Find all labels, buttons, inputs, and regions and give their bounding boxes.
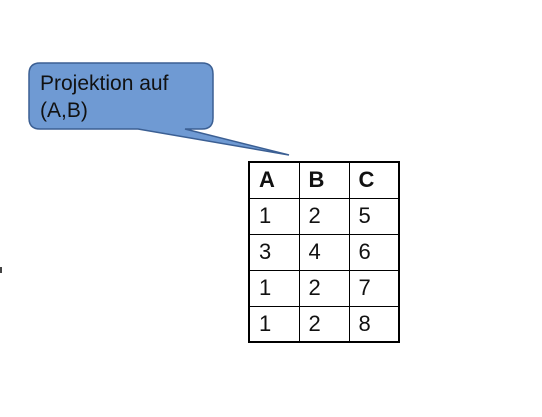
- table-cell: 4: [298, 233, 350, 271]
- table-cell: 2: [298, 197, 350, 235]
- table-cell: 1: [248, 269, 300, 307]
- edge-mark: [0, 267, 2, 273]
- table-cell: 1: [248, 305, 300, 343]
- table-cell: 8: [348, 305, 400, 343]
- relation-table: A B C 1 2 5 3 4 6 1 2 7 1 2: [248, 161, 400, 343]
- callout-line-1: Projektion auf: [40, 72, 169, 95]
- table-row: 1 2 8: [248, 305, 400, 343]
- callout-line-2: (A,B): [40, 99, 88, 122]
- table-cell: 6: [348, 233, 400, 271]
- callout-bubble: [28, 62, 290, 156]
- table-cell: 1: [248, 197, 300, 235]
- table-header-row: A B C: [248, 161, 400, 199]
- table-cell: 5: [348, 197, 400, 235]
- column-header-b: B: [298, 161, 350, 199]
- table-cell: 2: [298, 305, 350, 343]
- callout-label: Projektion auf (A,B): [40, 70, 205, 124]
- column-header-a: A: [248, 161, 300, 199]
- table-cell: 2: [298, 269, 350, 307]
- table-row: 3 4 6: [248, 233, 400, 271]
- table-cell: 3: [248, 233, 300, 271]
- column-header-c: C: [348, 161, 400, 199]
- table-row: 1 2 5: [248, 197, 400, 235]
- table-row: 1 2 7: [248, 269, 400, 307]
- table-cell: 7: [348, 269, 400, 307]
